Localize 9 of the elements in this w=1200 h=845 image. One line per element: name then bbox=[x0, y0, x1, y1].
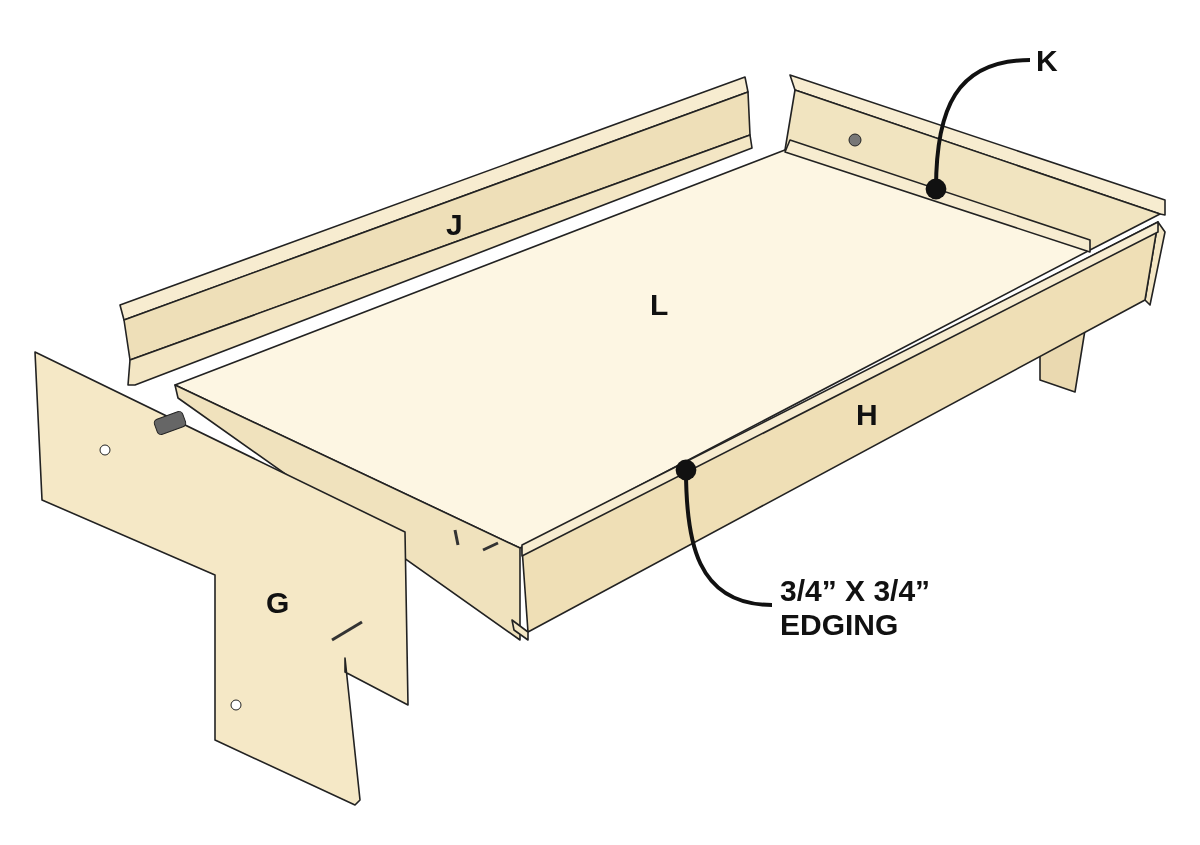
part-letter: L bbox=[650, 288, 669, 322]
part-letter: H bbox=[856, 398, 878, 432]
edging-strip bbox=[784, 139, 1091, 253]
part-letter: J bbox=[446, 208, 463, 242]
part-letter: G bbox=[266, 586, 290, 620]
leader-line bbox=[675, 459, 773, 607]
callout-label: K bbox=[1036, 44, 1058, 78]
callout-label: 3/4” X 3/4” EDGING bbox=[780, 574, 980, 642]
leader-line bbox=[925, 58, 1031, 200]
